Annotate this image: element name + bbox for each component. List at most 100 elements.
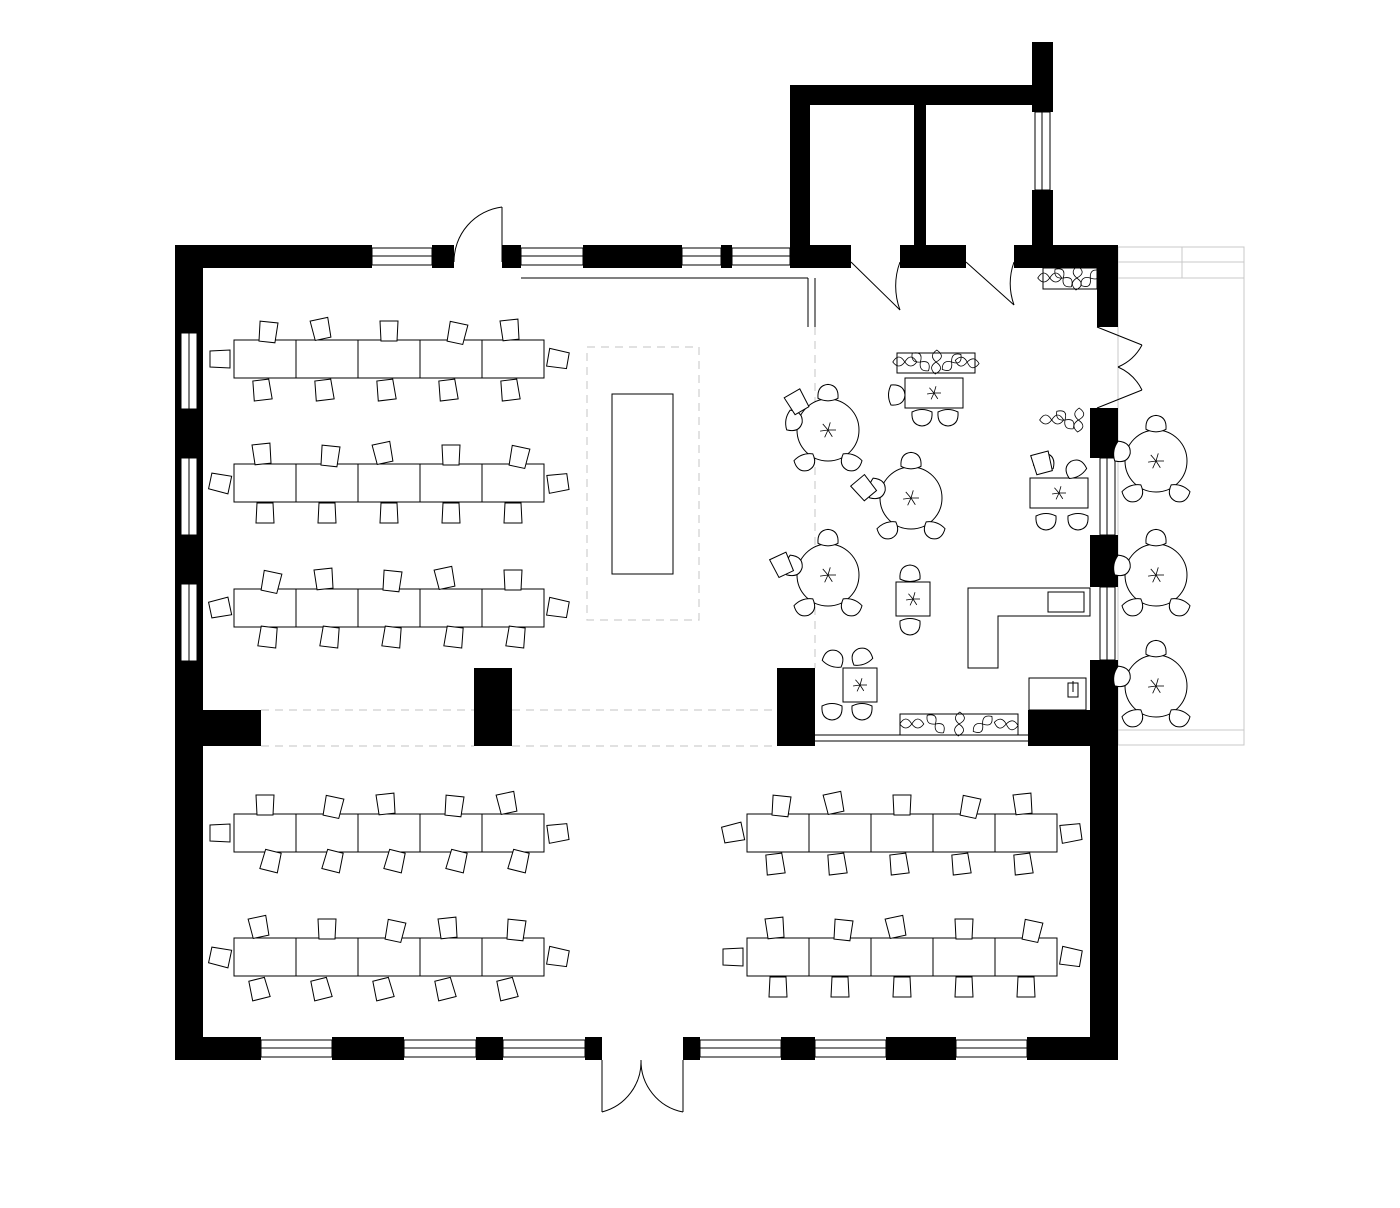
table: [808, 813, 872, 853]
chair: [499, 318, 520, 342]
cafe-chair: [793, 598, 816, 617]
plant-icon: [853, 678, 867, 692]
cafe-chair: [817, 528, 839, 547]
plant-icon: [1148, 567, 1164, 583]
chair: [207, 596, 233, 619]
cafe-chair: [900, 451, 922, 470]
chair: [765, 852, 786, 876]
chair: [1059, 823, 1083, 844]
chair: [849, 473, 878, 502]
chair: [506, 918, 527, 942]
table: [233, 463, 297, 503]
chair: [209, 349, 231, 369]
leaf-icon: [926, 714, 945, 734]
cafe-table: [895, 581, 931, 617]
chair: [546, 945, 570, 968]
cafe-chair: [840, 598, 863, 617]
chair: [1012, 792, 1033, 816]
chair: [257, 625, 278, 649]
chair: [383, 848, 406, 874]
cafe-chair: [851, 647, 874, 666]
cafe-chair: [1065, 459, 1088, 479]
chair: [441, 444, 461, 466]
chair: [889, 852, 910, 876]
windows: [180, 111, 1116, 1058]
chair: [247, 914, 270, 940]
plant-icon: [1148, 453, 1164, 469]
chair: [507, 848, 530, 874]
chair: [321, 848, 344, 874]
zone-outlines: [261, 327, 816, 747]
central-counter: [611, 393, 674, 575]
cafe-chair: [911, 409, 933, 427]
door-swing: [640, 1059, 684, 1113]
leaf-icon: [899, 718, 925, 729]
table: [295, 463, 359, 503]
door-swing: [1009, 261, 1015, 306]
chair: [546, 473, 570, 494]
table: [233, 937, 297, 977]
chair: [433, 565, 456, 591]
counter-zone-outline: [586, 346, 700, 621]
cafe-chair: [1121, 709, 1144, 728]
chair: [372, 976, 395, 1002]
chair: [320, 444, 341, 468]
door-leaf: [965, 261, 1015, 306]
cafe-chair: [840, 453, 863, 472]
leaf-icon: [1071, 265, 1083, 291]
cafe-chair: [937, 409, 959, 427]
plant-icon: [927, 386, 941, 400]
table: [994, 813, 1058, 853]
chair: [495, 790, 518, 816]
chair: [954, 918, 974, 940]
chair: [1059, 945, 1083, 968]
plant-icon: [820, 567, 836, 583]
table: [419, 339, 483, 379]
plant-icon: [820, 422, 836, 438]
table: [357, 588, 421, 628]
chair: [892, 976, 912, 998]
chair: [443, 625, 464, 649]
chair: [764, 916, 785, 940]
chair: [830, 976, 850, 998]
chair: [248, 976, 271, 1002]
chairs: [207, 316, 1083, 1002]
cafe-chair: [1168, 709, 1191, 728]
east-wall: [1097, 245, 1118, 327]
cafe-chair: [1145, 639, 1167, 658]
chair: [503, 502, 523, 524]
terrace-outline: [1117, 246, 1245, 746]
south-wall: [175, 1037, 261, 1060]
north-annex: [790, 42, 1053, 268]
table: [932, 937, 996, 977]
chair: [260, 569, 283, 595]
door-swing: [1117, 344, 1143, 368]
leaf-icon: [931, 349, 942, 375]
kitchen-pier: [1028, 710, 1118, 746]
chair: [959, 794, 982, 820]
cafe-chair: [1113, 665, 1131, 688]
chair: [317, 918, 337, 940]
chair: [444, 794, 465, 818]
doors: [453, 206, 1143, 1113]
chair: [255, 502, 275, 524]
table: [481, 339, 545, 379]
chair: [446, 320, 469, 346]
leaf-icon: [1080, 269, 1101, 287]
chair: [434, 976, 457, 1002]
chair: [379, 502, 399, 524]
table: [233, 339, 297, 379]
door-swing: [1117, 366, 1143, 391]
cafe-chair: [888, 384, 906, 406]
chair: [546, 596, 570, 619]
table: [357, 937, 421, 977]
chair: [827, 852, 848, 876]
chair: [951, 852, 972, 876]
table: [357, 463, 421, 503]
table: [870, 937, 934, 977]
table: [295, 588, 359, 628]
chair: [1021, 918, 1044, 944]
cafe-chair: [851, 703, 873, 721]
cafe-chair: [1067, 513, 1089, 531]
chair: [505, 625, 526, 649]
